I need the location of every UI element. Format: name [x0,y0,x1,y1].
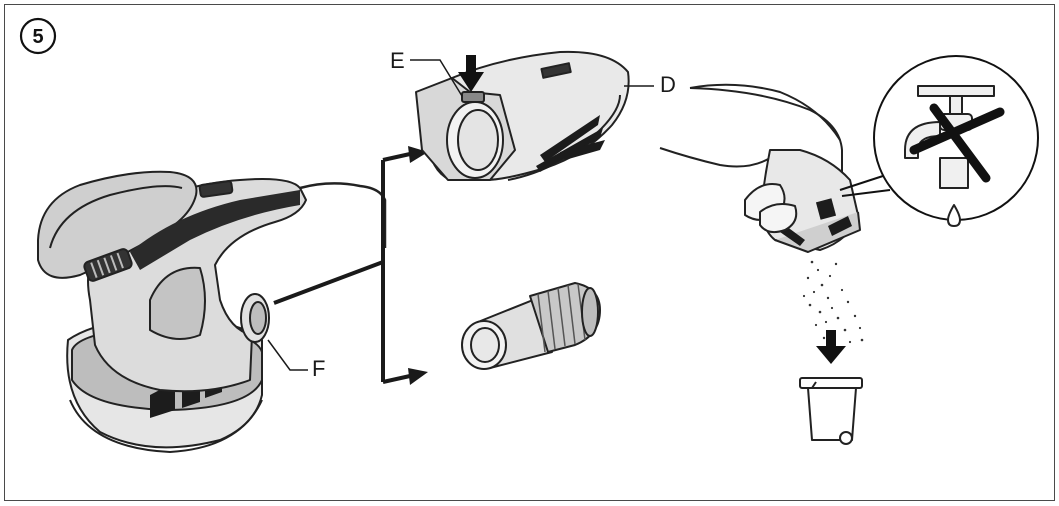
hand-emptying-icon [659,83,861,253]
dust-canister-icon [415,50,630,181]
step-number: 5 [32,26,43,48]
down-arrow-icon [458,55,484,92]
connector-arrows [273,146,428,385]
step-badge: 5 [19,17,57,55]
dust-particles [802,260,864,344]
label-D-text: D [660,72,676,97]
label-F-text: F [312,356,325,381]
waste-bin-icon [799,377,863,445]
label-E: E [390,48,463,97]
label-D: D [624,72,676,97]
adapter-tube-icon [461,282,601,370]
label-E-text: E [390,48,405,73]
label-F: F [267,339,325,381]
no-water-tap-icon [839,55,1039,227]
down-arrow-icon [816,330,846,364]
sander-icon [37,170,387,453]
